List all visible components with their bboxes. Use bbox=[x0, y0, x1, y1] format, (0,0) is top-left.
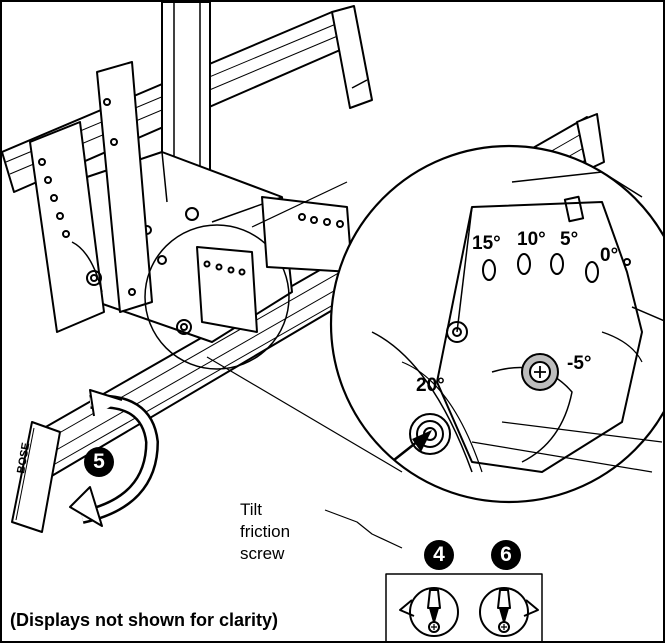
angle-label-0: 0° bbox=[600, 245, 619, 266]
tilt-friction-screw-callout: Tilt friction screw bbox=[240, 499, 290, 565]
bose-logo: BOSE bbox=[15, 442, 32, 475]
clockwise-screwdriver-icon bbox=[479, 587, 539, 637]
detail-source-circle bbox=[144, 224, 290, 370]
callout-line-1: Tilt bbox=[240, 500, 263, 519]
callout-line-2: friction bbox=[240, 522, 291, 541]
angle-label-15: 15° bbox=[472, 233, 501, 254]
callout-line-3: screw bbox=[240, 544, 285, 563]
angle-label-minus-5: -5° bbox=[567, 353, 592, 374]
callout-leader bbox=[324, 509, 403, 549]
angle-label-20: 20° bbox=[416, 375, 445, 396]
left-tilt-plate bbox=[29, 61, 153, 333]
screw-pointer-arrowhead bbox=[412, 430, 432, 452]
magnifier-line-bottom bbox=[206, 356, 403, 473]
angle-label-10: 10° bbox=[517, 229, 546, 250]
counterclockwise-screwdriver-icon bbox=[399, 587, 459, 637]
screwdriver-icon-box bbox=[385, 573, 543, 641]
step-badge-rotate: 5 bbox=[84, 447, 114, 477]
clarity-caption: (Displays not shown for clarity) bbox=[10, 610, 279, 630]
step-badge-tighten: 6 bbox=[491, 540, 521, 570]
bose-end-cap bbox=[11, 421, 61, 533]
angle-label-5: 5° bbox=[560, 229, 579, 250]
step-badge-loosen: 4 bbox=[424, 540, 454, 570]
magnified-detail bbox=[329, 144, 663, 504]
magnifier-line-top bbox=[251, 181, 348, 228]
rotate-arrow-icon bbox=[69, 389, 159, 527]
